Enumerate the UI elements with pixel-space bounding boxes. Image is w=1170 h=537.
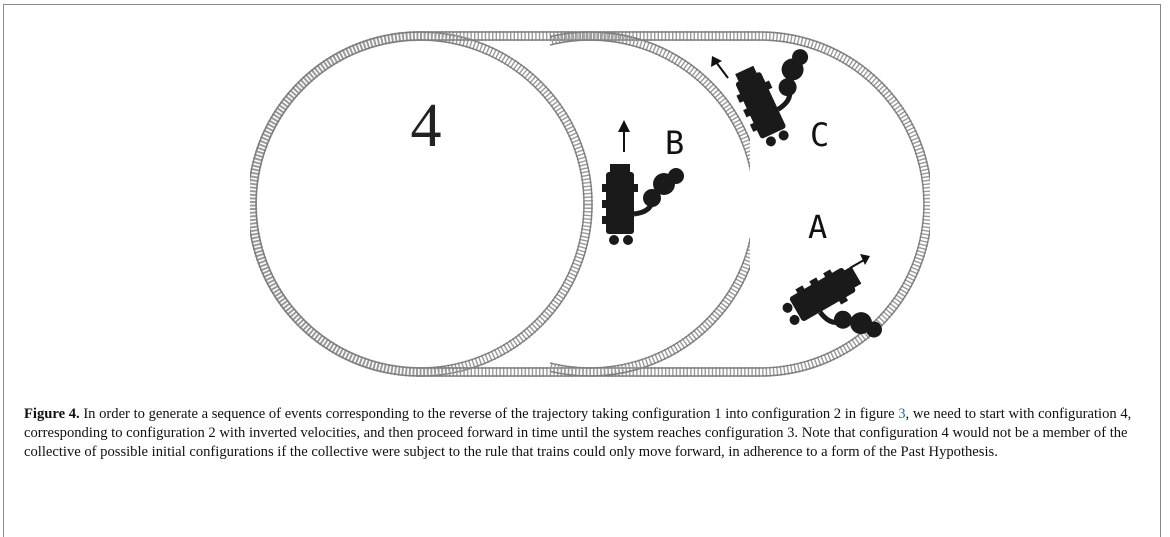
configuration-number: 4 (411, 92, 442, 160)
figure-caption: Figure 4. In order to generate a sequenc… (24, 405, 1139, 462)
figure-label: Figure 4. (24, 406, 80, 422)
train-a (777, 259, 888, 371)
inner-loop-rails (550, 31, 750, 377)
figure-frame (3, 4, 1161, 537)
left-circle-track (250, 31, 593, 377)
train-c-label: C (810, 116, 829, 154)
inner-loop-track (550, 31, 750, 377)
figure-reference-link[interactable]: 3 (898, 406, 906, 422)
oval-track (250, 31, 930, 377)
caption-text-part-1: In order to generate a sequence of event… (79, 406, 899, 422)
train-b-label: B (665, 124, 684, 162)
train-a-label: A (808, 208, 827, 246)
caption-text-part-2: , we need to start with configuration 4,… (24, 406, 1132, 460)
train-b-arrow (618, 120, 630, 152)
train-b (602, 164, 684, 245)
train-c-arrow (711, 56, 729, 79)
train-a-arrow (849, 254, 870, 269)
railway-figure: 4 B C A (250, 31, 930, 377)
